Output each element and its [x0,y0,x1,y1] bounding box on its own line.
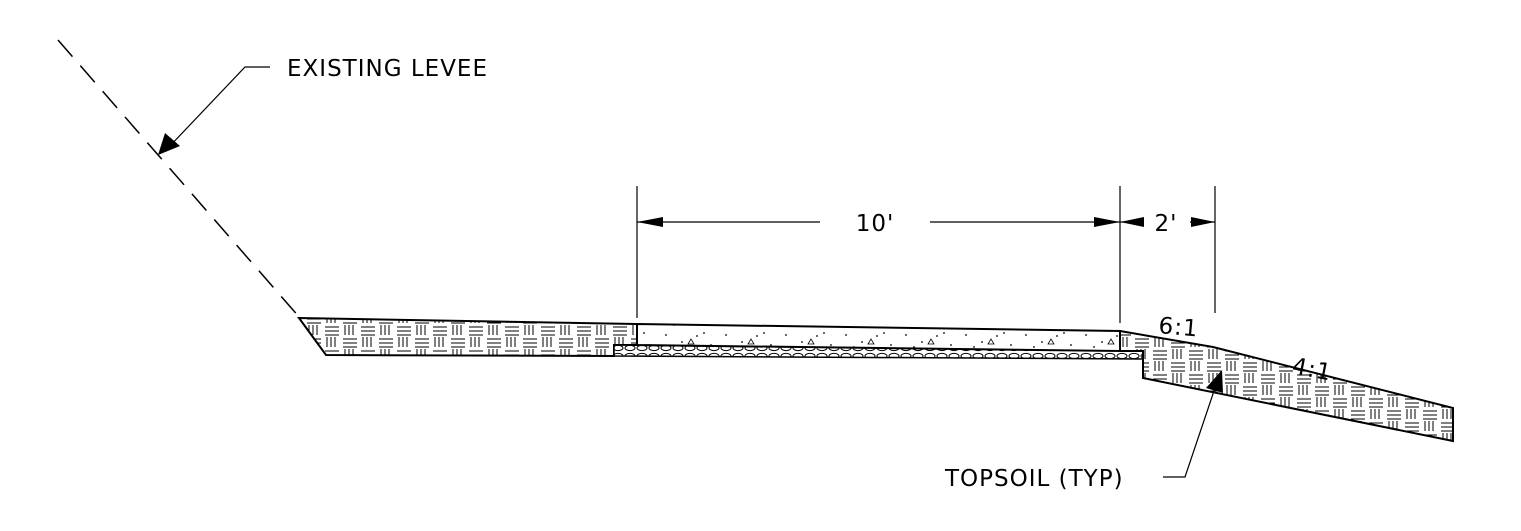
dim-arrow-right [1094,217,1120,227]
dim-arrow-right-2 [1191,217,1215,227]
topsoil-label: TOPSOIL (TYP) [944,466,1124,492]
dim-arrow-left-2 [1120,217,1144,227]
topsoil-left-layer [297,316,638,358]
leader-arrowhead-levee [158,133,180,155]
topsoil-callout: TOPSOIL (TYP) [944,370,1223,492]
topsoil-right-layer [1119,329,1454,443]
existing-levee-callout: EXISTING LEVEE [158,56,488,155]
leader-arrowhead-topsoil [1206,370,1223,393]
dimension-shoulder-width: 2' [1120,211,1215,237]
dim-path-width-label: 10' [856,211,895,237]
dim-arrow-left [637,217,663,227]
existing-levee-label: EXISTING LEVEE [287,56,488,82]
dim-shoulder-width-label: 2' [1155,211,1178,237]
dimension-path-width: 10' [636,186,1216,323]
existing-levee-line [57,39,301,319]
slope-label-near: 6:1 [1157,313,1199,342]
